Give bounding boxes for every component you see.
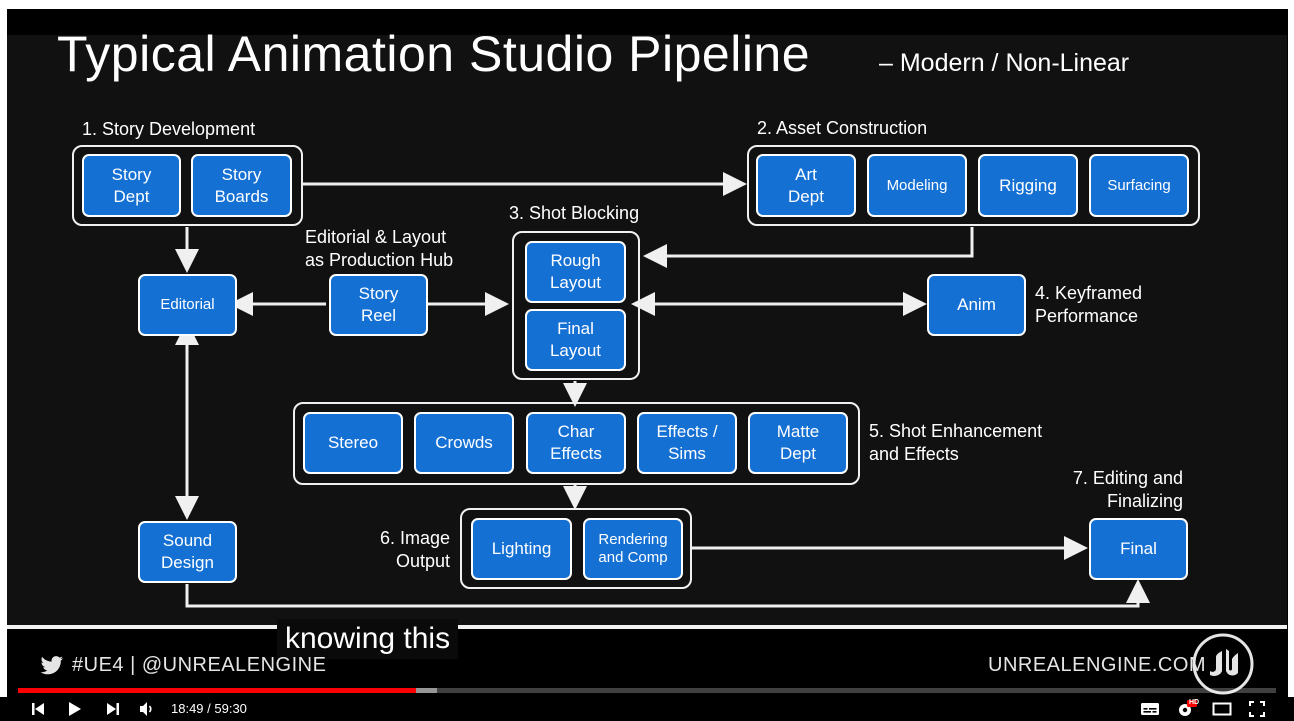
group-asset-construction xyxy=(747,145,1200,226)
arrow-sound-to-final xyxy=(185,579,1150,608)
miniplayer-icon xyxy=(1212,702,1232,716)
box-final-layout: Final Layout xyxy=(525,309,626,371)
box-rigging: Rigging xyxy=(978,154,1078,217)
progress-played xyxy=(18,688,416,693)
label-shot-enhancement: 5. Shot Enhancement and Effects xyxy=(869,421,1043,464)
brand-right: UNREALENGINE.COM xyxy=(988,654,1207,676)
group-shot-enhancement xyxy=(293,402,860,485)
box-stereo: Stereo xyxy=(303,412,403,474)
box-rendering-comp: Rendering and Comp xyxy=(583,518,683,580)
label-story-development: 1. Story Development xyxy=(82,119,256,139)
label-production-hub: Editorial & Layout as Production Hub xyxy=(305,227,454,270)
skip-next-icon xyxy=(107,703,119,715)
fullscreen-icon xyxy=(1249,701,1265,717)
subtitles-button[interactable] xyxy=(1138,697,1162,721)
group-story-development xyxy=(72,145,303,226)
unreal-engine-logo-icon xyxy=(1192,633,1254,695)
box-rough-layout: Rough Layout xyxy=(525,241,626,303)
box-editorial: Editorial xyxy=(138,274,237,336)
box-sound-design: Sound Design xyxy=(138,521,237,583)
play-button[interactable] xyxy=(62,697,86,721)
box-story-boards: Story Boards xyxy=(191,154,292,217)
progress-bar[interactable] xyxy=(18,688,1276,693)
slide-top-band xyxy=(7,9,1287,35)
slide-subtitle: – Modern / Non-Linear xyxy=(879,49,1130,77)
volume-button[interactable] xyxy=(135,697,159,721)
player-controls: HD xyxy=(0,697,1294,721)
box-final: Final xyxy=(1089,518,1188,580)
box-story-reel: Story Reel xyxy=(329,274,428,336)
label-editing-finalizing: 7. Editing and Finalizing xyxy=(1072,468,1183,511)
box-art-dept: Art Dept xyxy=(756,154,856,217)
group-image-output xyxy=(460,508,692,589)
twitter-bird-icon xyxy=(40,655,64,674)
arrow-assets-to-rough-layout xyxy=(643,227,974,268)
box-crowds: Crowds xyxy=(414,412,514,474)
box-char-effects: Char Effects xyxy=(526,412,626,474)
settings-icon xyxy=(1179,700,1197,716)
slide-divider xyxy=(7,625,1287,629)
settings-button[interactable]: HD xyxy=(1174,697,1200,721)
box-story-dept: Story Dept xyxy=(82,154,181,217)
video-bottom-band xyxy=(7,629,1288,699)
slide-title: Typical Animation Studio Pipeline xyxy=(57,26,811,82)
hd-badge: HD xyxy=(1189,699,1200,706)
subtitles-icon xyxy=(1141,703,1159,715)
box-lighting: Lighting xyxy=(471,518,572,580)
play-icon xyxy=(69,702,81,716)
pipeline-connectors xyxy=(175,172,1150,608)
box-surfacing: Surfacing xyxy=(1089,154,1189,217)
group-shot-blocking xyxy=(512,231,640,380)
miniplayer-button[interactable] xyxy=(1210,697,1234,721)
label-image-output: 6. Image Output xyxy=(379,528,450,571)
skip-previous-icon xyxy=(32,703,44,715)
subtitle-caption: knowing this xyxy=(277,619,459,659)
slide: Typical Animation Studio Pipeline – Mode… xyxy=(7,9,1287,625)
skip-previous-button[interactable] xyxy=(26,697,50,721)
label-shot-blocking: 3. Shot Blocking xyxy=(509,203,640,223)
box-effects-sims: Effects / Sims xyxy=(637,412,737,474)
time-display: 18:49 / 59:30 xyxy=(171,701,247,716)
box-modeling: Modeling xyxy=(867,154,967,217)
box-anim: Anim xyxy=(927,274,1026,336)
label-keyframed-performance: 4. Keyframed Performance xyxy=(1035,283,1143,326)
brand-left: #UE4 | @UNREALENGINE xyxy=(40,654,326,677)
box-matte-dept: Matte Dept xyxy=(748,412,848,474)
fullscreen-button[interactable] xyxy=(1245,697,1269,721)
skip-next-button[interactable] xyxy=(101,697,125,721)
video-frame[interactable]: Typical Animation Studio Pipeline – Mode… xyxy=(7,9,1288,699)
brand-left-text: #UE4 | @UNREALENGINE xyxy=(72,654,327,676)
volume-icon xyxy=(140,702,152,716)
label-asset-construction: 2. Asset Construction xyxy=(757,118,928,138)
